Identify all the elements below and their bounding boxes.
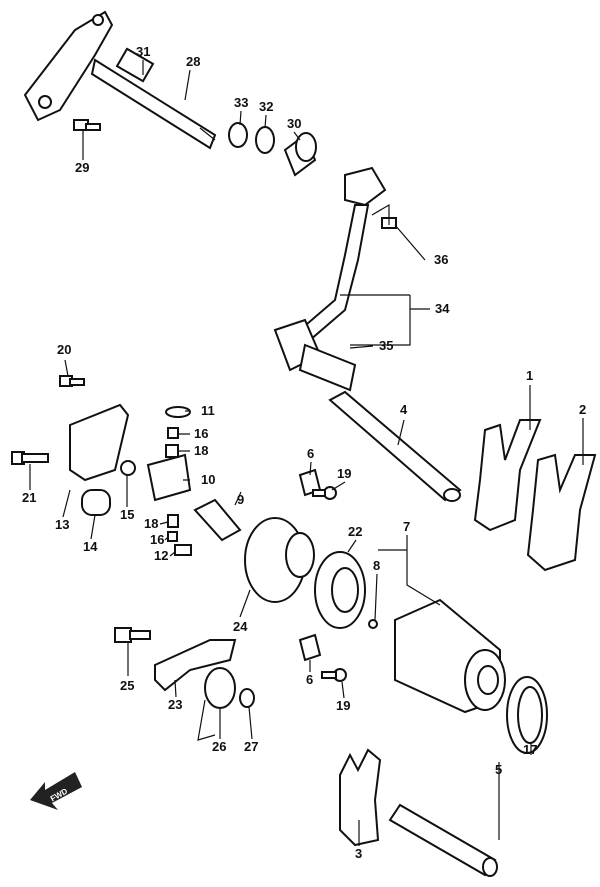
callout-26: 26	[212, 739, 226, 754]
callout-20: 20	[57, 342, 71, 357]
callout-34: 34	[435, 301, 450, 316]
callout-6b: 6	[306, 672, 313, 687]
callout-22: 22	[348, 524, 362, 539]
callout-5: 5	[495, 762, 502, 777]
callout-32: 32	[259, 99, 273, 114]
part-shift-arm	[114, 627, 255, 741]
part-fork-2	[526, 453, 597, 572]
callout-3: 3	[355, 846, 362, 861]
callout-17: 17	[523, 742, 537, 757]
part-plates-6	[298, 468, 347, 682]
callout-2: 2	[579, 402, 586, 417]
part-shift-shaft	[23, 10, 217, 150]
callout-18b: 18	[144, 516, 158, 531]
callout-10: 10	[201, 472, 215, 487]
fwd-arrow-icon: FWD	[30, 772, 82, 810]
callout-9: 9	[237, 492, 244, 507]
callout-15: 15	[120, 507, 134, 522]
part-shift-drum	[394, 598, 548, 754]
callout-13: 13	[55, 517, 69, 532]
callout-14: 14	[83, 539, 98, 554]
part-shift-lever	[273, 166, 397, 392]
callout-19: 19	[337, 466, 351, 481]
callout-31: 31	[136, 44, 150, 59]
part-fork-shaft-4	[328, 390, 462, 502]
callout-1: 1	[526, 368, 533, 383]
callout-8: 8	[373, 558, 380, 573]
callout-36: 36	[434, 252, 448, 267]
leader-lines	[29, 60, 584, 846]
callout-12: 12	[154, 548, 168, 563]
callout-24: 24	[233, 619, 248, 634]
part-rings	[228, 122, 317, 177]
part-bolt-29	[73, 119, 101, 131]
callout-11: 11	[201, 403, 215, 418]
callout-23: 23	[168, 697, 182, 712]
part-bearing-22	[314, 551, 366, 629]
callout-6: 6	[307, 446, 314, 461]
part-cam-stopper	[11, 375, 242, 556]
part-fork-1	[473, 419, 542, 532]
callout-25: 25	[120, 678, 134, 693]
callout-33: 33	[234, 95, 248, 110]
callout-35: 35	[379, 338, 393, 353]
part-fork-3	[339, 748, 382, 847]
callout-7: 7	[403, 519, 410, 534]
callout-18: 18	[194, 443, 208, 458]
callout-19b: 19	[336, 698, 350, 713]
callout-16b: 16	[150, 532, 164, 547]
callout-21: 21	[22, 490, 36, 505]
part-cam-plate	[244, 517, 315, 603]
part-fork-shaft-5	[388, 803, 498, 877]
callout-30: 30	[287, 116, 301, 131]
callout-16: 16	[194, 426, 208, 441]
callout-28: 28	[186, 54, 200, 69]
callout-27: 27	[244, 739, 258, 754]
callout-29: 29	[75, 160, 89, 175]
callout-labels: 31 28 29 33 32 30 36 34 35 20 11 16 18 1…	[22, 44, 586, 861]
callout-4: 4	[400, 402, 408, 417]
part-pin-8	[368, 619, 378, 629]
